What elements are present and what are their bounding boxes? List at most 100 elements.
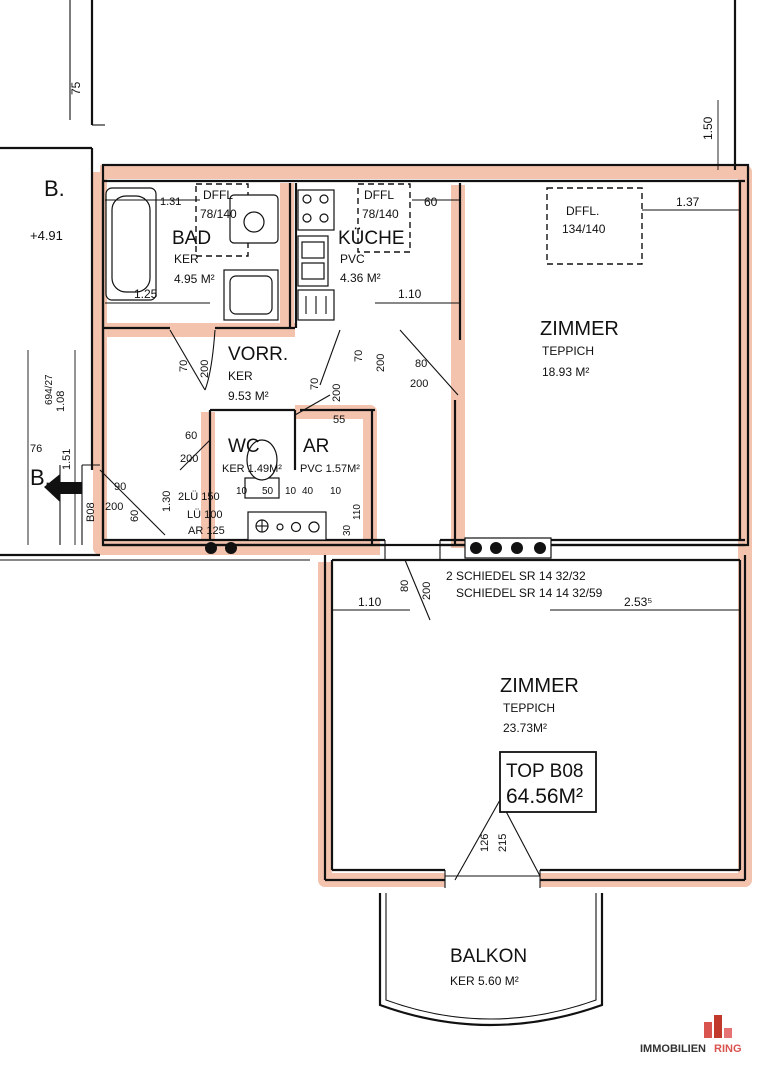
dim-60c: 60 [129,510,141,522]
dim-694: 694/27 [44,374,55,405]
entrance-arrow-icon [44,474,82,502]
dim-80a: 80 [415,358,427,370]
vorr-name: VORR. [228,344,288,365]
balkon-info: KER 5.60 M² [450,974,519,988]
dim-150: 1.50 [701,116,715,140]
dim-137: 1.37 [676,195,700,209]
chimney-line1: 2 SCHIEDEL SR 14 32/32 [446,569,586,583]
immobilienring-logo: IMMOBILIEN RING [640,1015,742,1055]
ar-name: AR [303,436,329,457]
wc-name: WC [228,436,260,457]
walls [59,163,750,888]
kitchen-sink [297,235,329,287]
dim-130: 1.30 [161,491,173,512]
chimney-line2: SCHIEDEL SR 14 14 32/59 [456,586,603,600]
cooktop [297,189,335,231]
dimension-lines [27,100,740,611]
zimmer2-name: ZIMMER [500,675,579,697]
bathtub [105,187,157,301]
skylight-kueche-size: 78/140 [362,207,399,221]
dim-70c: 70 [309,378,321,390]
toilet [244,439,280,499]
top-line1: TOP B08 [506,761,583,782]
dim-200d: 200 [331,384,343,402]
door-swings [99,329,541,881]
dim-200f: 200 [105,501,123,513]
dim-10b: 10 [285,486,297,497]
bathroom-sink [229,194,279,244]
dim-50: 50 [262,486,274,497]
chimney-flues-small [205,542,237,554]
skylight-kueche [357,183,411,253]
dim-200e: 200 [180,453,198,465]
dim-80b: 80 [399,580,411,592]
balcony [378,893,604,1027]
bad-floor: KER [174,252,199,266]
kitchen-cabinet [297,289,335,321]
skylight-zimmer [546,187,643,265]
skylight-bad-size: 78/140 [200,207,237,221]
dim-151: 1.51 [61,449,73,470]
dim-60b: 60 [185,430,197,442]
brand-name-a: IMMOBILIEN [640,1043,706,1055]
skylight-zimmer-size: 134/140 [562,222,606,236]
zimmer2-floor: TEPPICH [503,701,555,715]
unit-code-label: B08 [85,502,97,522]
vorr-area: 9.53 M² [228,389,269,403]
utility-meters [247,511,327,541]
dim-125: 1.25 [134,287,158,301]
zimmer2-area: 23.73M² [503,721,547,735]
dim-108: 1.08 [55,391,67,412]
dim-60a: 60 [424,195,438,209]
dim-75: 75 [69,81,83,95]
dim-70b: 70 [353,350,365,362]
skylight-bad-label: DFFL [203,188,233,202]
section-marker-lower: B. [30,465,51,490]
dim-40: 40 [302,486,314,497]
brand-name-b: RING [714,1043,742,1055]
washing-machine [223,269,279,321]
dim-90: 90 [114,481,126,493]
skylight-zimmer-label: DFFL. [566,204,599,218]
chimney-flues [464,537,552,559]
zimmer1-name: ZIMMER [540,318,619,340]
dim-110a: 1.10 [398,287,422,301]
kueche-floor: PVC [340,252,365,266]
dim-253: 2.53⁵ [624,595,652,609]
wc-info: KER 1.49M² [222,463,282,475]
dim-30: 30 [342,524,353,536]
dim-200g: 200 [421,582,433,600]
dim-76: 76 [30,443,42,455]
kueche-name: KÜCHE [338,228,405,249]
ar-info: PVC 1.57M² [300,463,360,475]
dim-200c: 200 [410,378,428,390]
dim-491: +4.91 [30,228,63,243]
zimmer1-floor: TEPPICH [542,344,594,358]
zimmer1-area: 18.93 M² [542,365,589,379]
kueche-area: 4.36 M² [340,271,381,285]
dim-lue1: 2LÜ 150 [178,491,220,503]
dim-200a: 200 [199,360,211,378]
dim-10c: 10 [330,486,342,497]
section-marker-upper: B. [44,176,65,201]
top-box [499,751,597,813]
bad-area: 4.95 M² [174,272,215,286]
dim-lue2: LÜ 100 [187,509,222,521]
balkon-name: BALKON [450,946,527,967]
dim-200b: 200 [375,354,387,372]
dim-55: 55 [333,414,345,426]
dim-126: 126 [479,834,491,852]
top-line2: 64.56M² [506,785,583,808]
skylight-kueche-label: DFFL [364,188,394,202]
dim-70a: 70 [178,360,190,372]
bad-name: BAD [172,228,211,249]
dim-110c: 110 [352,504,363,520]
dim-110b: 1.10 [358,595,382,609]
dim-215: 215 [497,834,509,852]
dim-131: 1.31 [160,196,181,208]
vorr-floor: KER [228,369,253,383]
skylight-bad [195,183,249,257]
dim-lue3: AR 125 [188,525,225,537]
dim-10a: 10 [236,486,248,497]
